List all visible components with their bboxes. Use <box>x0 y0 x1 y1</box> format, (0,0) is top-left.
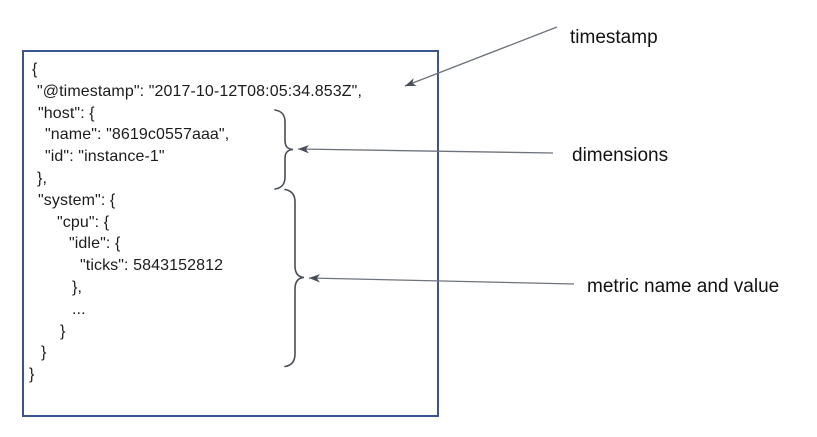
json-code-line: "cpu": { <box>57 213 110 231</box>
json-code-line: }, <box>37 169 47 187</box>
json-code-line: } <box>29 366 35 384</box>
json-code: { "@timestamp": "2017-10-12T08:05:34.853Z… <box>24 52 437 386</box>
json-code-line: "ticks": 5843152812 <box>80 257 224 275</box>
json-code-line: "system": { <box>38 191 116 209</box>
json-document-box: { "@timestamp": "2017-10-12T08:05:34.853Z… <box>22 50 439 417</box>
json-code-line: }, <box>72 278 82 296</box>
json-code-line: "@timestamp": "2017-10-12T08:05:34.853Z"… <box>37 82 363 100</box>
annotation-label-dimensions: dimensions <box>572 145 669 166</box>
annotation-label-timestamp: timestamp <box>570 27 658 48</box>
annotation-label-metric: metric name and value <box>587 276 780 297</box>
json-code-line: { <box>32 61 38 78</box>
json-code-line: } <box>41 344 47 362</box>
json-code-line: ... <box>72 300 86 318</box>
json-code-line: "id": "instance-1" <box>45 148 165 166</box>
json-code-line: "name": "8619c0557aaa", <box>45 126 230 144</box>
json-code-line: "idle": { <box>69 235 121 253</box>
json-code-line: "host": { <box>38 104 95 122</box>
json-code-line: } <box>60 322 66 340</box>
